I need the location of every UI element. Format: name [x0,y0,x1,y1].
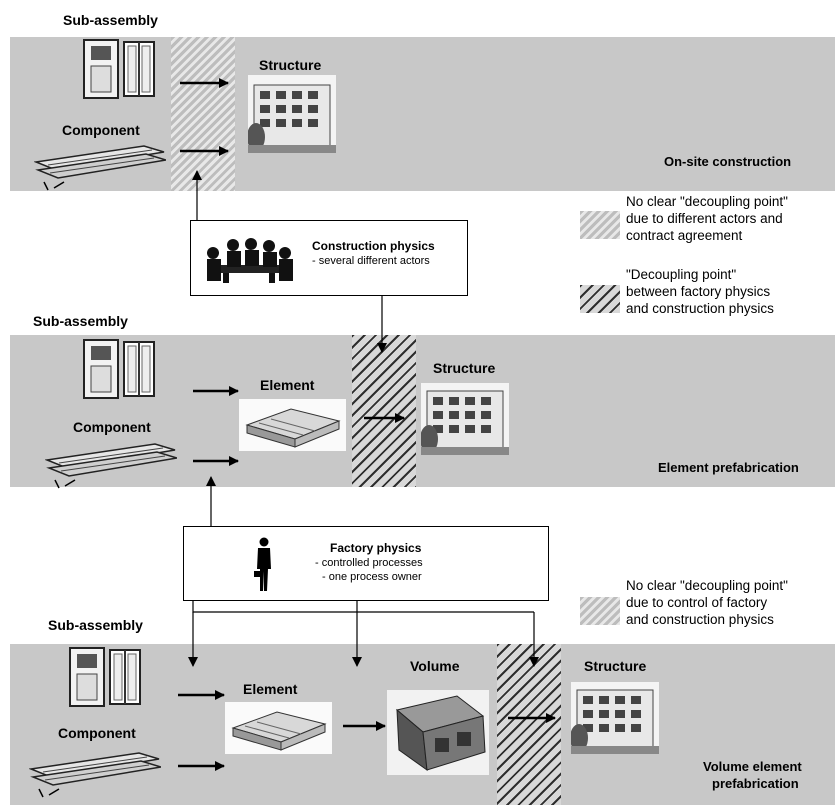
timber-planks-icon [33,142,167,192]
legend-light-hatch-swatch-2 [580,597,620,625]
timber-planks-icon [44,440,178,490]
timber-planks-icon [28,749,162,799]
meeting-people-icon [203,235,295,285]
door-window-icon [82,38,158,100]
legend-text-3: No clear "decoupling point"due to contro… [626,578,788,627]
onsite-unclear-decoupling-zone [171,37,235,191]
legend-text-2: "Decoupling point"between factory physic… [626,267,774,316]
factory-physics-line1: - controlled processes [315,557,423,569]
door-window-icon [82,338,158,400]
person-silhouette-icon [254,537,274,592]
door-window-icon [68,646,144,708]
volume-prefab-component-label: Component [58,725,136,741]
volume-prefab-element-label: Element [243,681,298,697]
legend-dark-hatch-swatch [580,285,620,313]
volume-prefab-section-title-line1: Volume element [703,759,802,774]
volume-prefab-section-title-line2: prefabrication [712,776,799,791]
onsite-structure-label: Structure [259,57,322,73]
construction-physics-box: Construction physics - several different… [190,220,468,296]
volume-prefab-volume-label: Volume [410,658,460,674]
element-decoupling-point-zone [352,335,416,487]
volume-prefab-structure-label: Structure [584,658,647,674]
factory-bottom-connector [192,600,534,613]
onsite-component-label: Component [62,122,140,138]
construction-physics-title: Construction physics [312,239,435,253]
factory-physics-line2: - one process owner [322,571,422,583]
element-prefab-structure-label: Structure [433,360,496,376]
prefab-element-image [225,702,332,754]
factory-physics-box: Factory physics - controlled processes -… [183,526,549,601]
volume-module-image [387,690,489,775]
element-prefab-building-image [420,383,509,455]
element-prefab-subassembly-label: Sub-assembly [33,313,128,329]
element-prefab-component-label: Component [73,419,151,435]
volume-decoupling-point-zone [497,644,561,805]
legend-text-1: No clear "decoupling point"due to differ… [626,194,788,243]
legend-light-hatch-swatch-1 [580,211,620,239]
prefab-element-image [239,399,346,451]
onsite-section-title: On-site construction [664,154,792,169]
element-prefab-section-title: Element prefabrication [658,460,799,475]
construction-physics-line1: - several different actors [312,255,430,267]
volume-prefab-subassembly-label: Sub-assembly [48,617,143,633]
onsite-subassembly-label: Sub-assembly [63,12,158,28]
volume-prefab-building-image [570,682,659,754]
element-prefab-element-label: Element [260,377,315,393]
onsite-building-image [247,75,336,153]
factory-physics-title: Factory physics [330,541,422,555]
